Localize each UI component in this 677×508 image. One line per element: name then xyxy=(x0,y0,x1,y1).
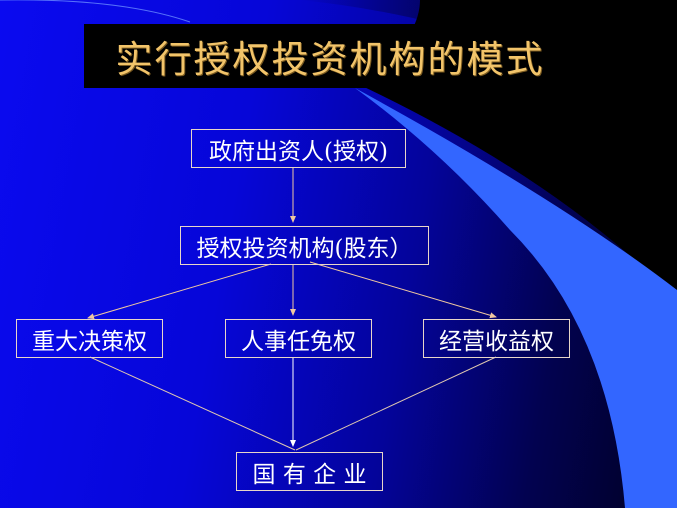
node-operating-revenue-right: 经营收益权 xyxy=(423,319,570,358)
node-state-owned-enterprise: 国 有 企 业 xyxy=(236,452,383,491)
node-government-investor: 政府出资人(授权) xyxy=(191,129,406,168)
node-personnel-appointment-right: 人事任免权 xyxy=(225,319,372,358)
node-label: 政府出资人(授权) xyxy=(209,138,388,165)
node-label: 人事任免权 xyxy=(241,328,356,355)
title-banner: 实行授权投资机构的模式 xyxy=(84,24,576,88)
slide-title: 实行授权投资机构的模式 xyxy=(115,38,545,81)
node-label: 经营收益权 xyxy=(439,328,554,355)
node-label: 授权投资机构(股东） xyxy=(196,235,413,262)
node-label: 国 有 企 业 xyxy=(252,461,367,488)
node-authorized-investment-institution: 授权投资机构(股东） xyxy=(180,226,429,265)
node-major-decision-right: 重大决策权 xyxy=(16,319,163,358)
node-label: 重大决策权 xyxy=(32,328,147,355)
